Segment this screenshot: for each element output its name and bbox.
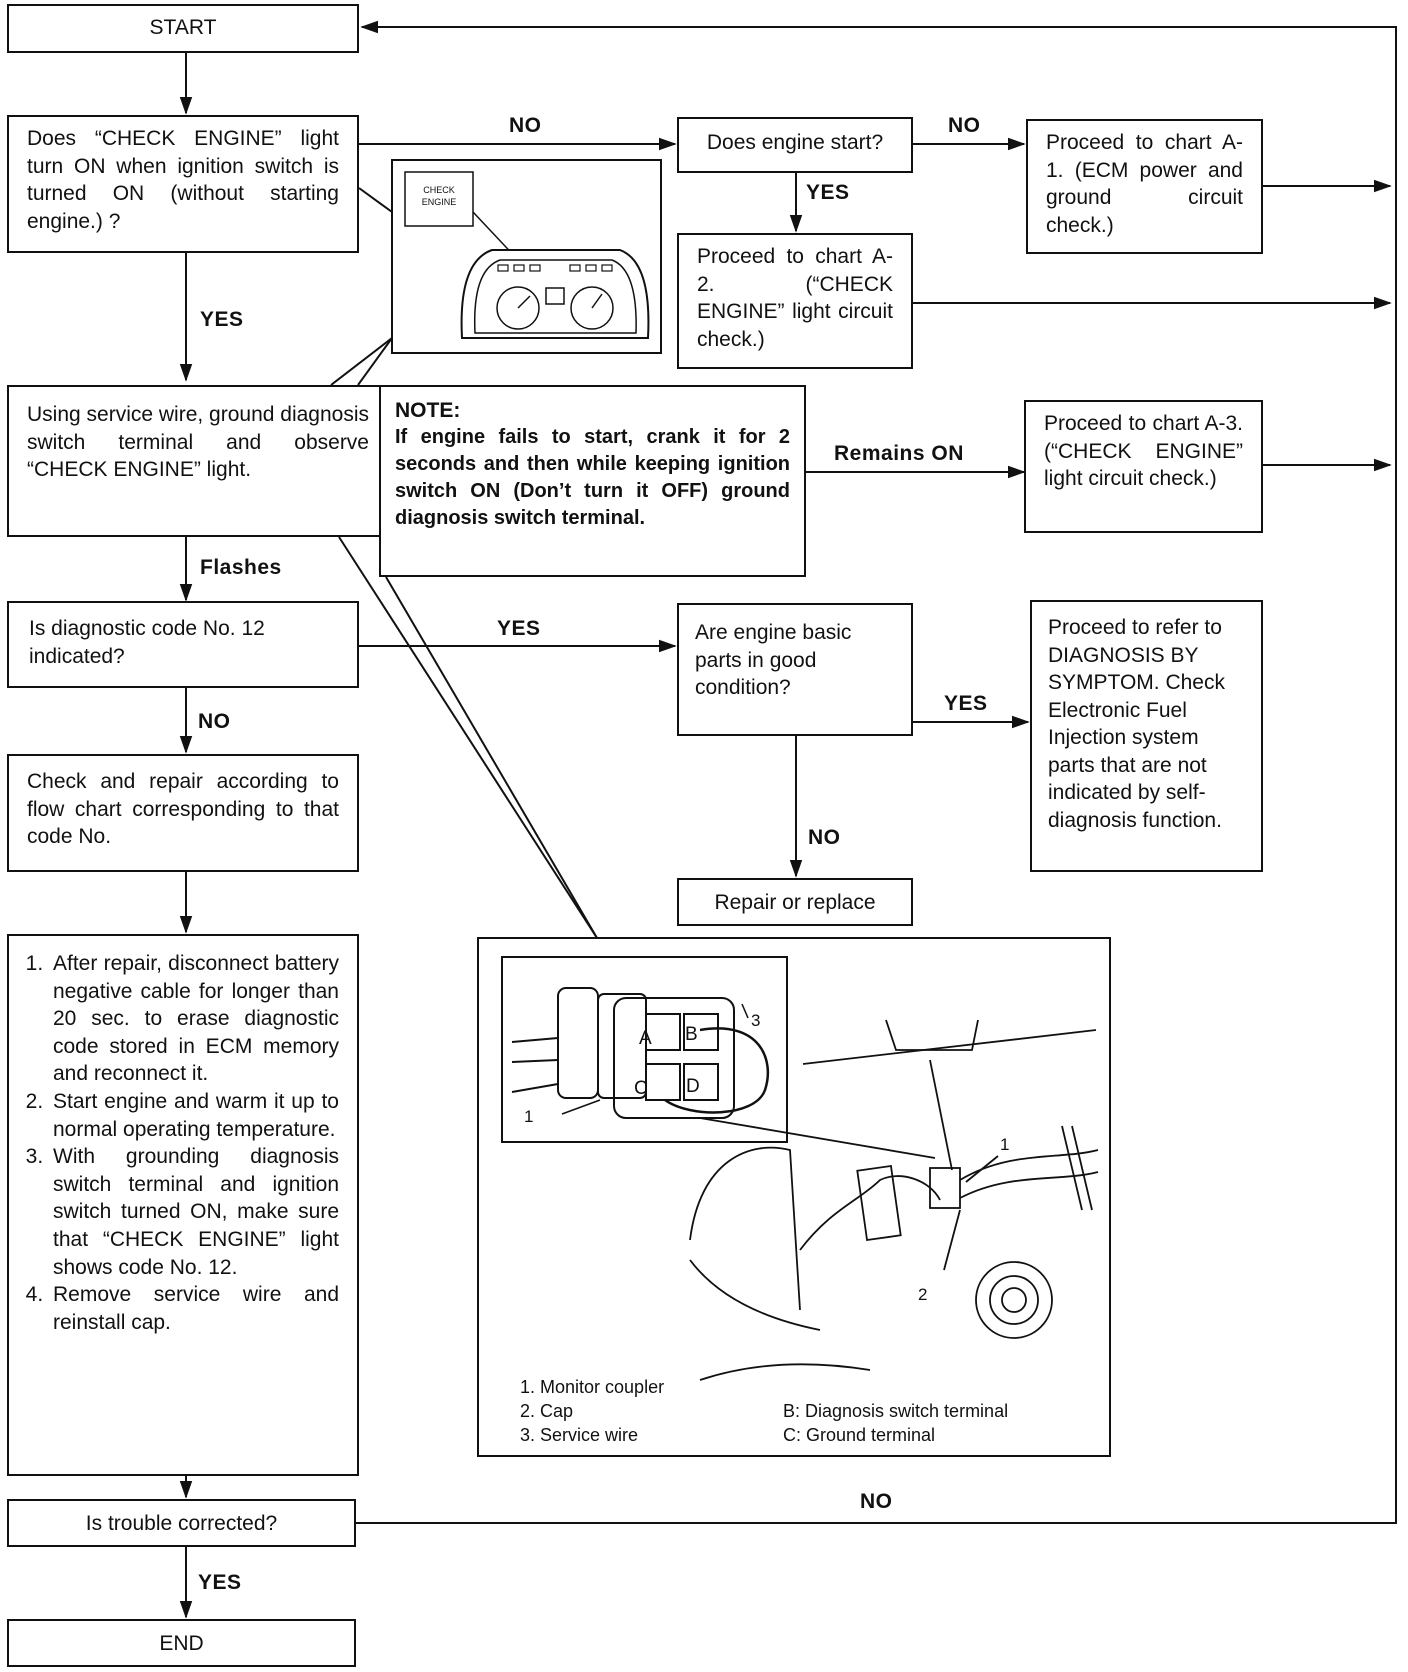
- q-check-engine-text: Does “CHECK ENGINE” light turn ON when i…: [27, 127, 339, 233]
- legend-item: C: Ground terminal: [783, 1425, 936, 1445]
- steps-list: After repair, disconnect battery negativ…: [17, 950, 339, 1336]
- chart-a3-text: Proceed to chart A-3. (“CHECK ENGINE” li…: [1044, 412, 1243, 490]
- leader-top-a: [358, 187, 393, 213]
- q-engine-start-box: Does engine start?: [677, 117, 913, 173]
- q-code12-box: Is diagnostic code No. 12 indicated?: [7, 601, 359, 688]
- label-q1-yes: YES: [200, 308, 244, 331]
- label-corrected-no: NO: [860, 1490, 893, 1513]
- callout-1-bay-label: 1: [1000, 1135, 1009, 1154]
- end-box: END: [7, 1619, 356, 1667]
- q-engine-start-text: Does engine start?: [706, 131, 884, 154]
- leader-bottom-b: [385, 576, 598, 939]
- step-item: With grounding diagnosis switch terminal…: [49, 1143, 339, 1281]
- service-wire-box: Using service wire, ground diagnosis swi…: [7, 385, 407, 537]
- monitor-coupler-illustration: A B C D 3 1: [477, 937, 1111, 1457]
- label-basic-parts-yes: YES: [944, 692, 988, 715]
- q-code12-text: Is diagnostic code No. 12 indicated?: [29, 617, 265, 668]
- diagnosis-symptom-text: Proceed to refer to DIAGNOSIS BY SYMPTOM…: [1048, 616, 1225, 832]
- legend-item: 2. Cap: [520, 1401, 574, 1421]
- q-corrected-text: Is trouble corrected?: [85, 1512, 278, 1535]
- terminal-c-label: C: [634, 1078, 648, 1099]
- lamp-text-2: ENGINE: [422, 197, 457, 207]
- arrow-corrected-no-loop: [356, 20, 1397, 1524]
- chart-a3-box: Proceed to chart A-3. (“CHECK ENGINE” li…: [1024, 400, 1263, 533]
- callout-1-inset-label: 1: [524, 1107, 533, 1126]
- legend-right: B: Diagnosis switch terminal C: Ground t…: [783, 1399, 1008, 1447]
- repair-replace-box: Repair or replace: [677, 878, 913, 926]
- step-item: Start engine and warm it up to normal op…: [49, 1088, 339, 1143]
- label-code12-yes: YES: [497, 617, 541, 640]
- legend-item: 3. Service wire: [520, 1425, 639, 1445]
- check-repair-box: Check and repair according to flow chart…: [7, 754, 359, 872]
- q-basic-parts-text: Are engine basic parts in good condition…: [695, 621, 852, 699]
- diagnosis-symptom-box: Proceed to refer to DIAGNOSIS BY SYMPTOM…: [1030, 600, 1263, 872]
- terminal-d-label: D: [686, 1076, 700, 1097]
- step-item: Remove service wire and reinstall cap.: [49, 1281, 339, 1336]
- label-corrected-yes: YES: [198, 1571, 242, 1594]
- note-body: If engine fails to start, crank it for 2…: [395, 426, 790, 529]
- leader-top-c: [357, 337, 393, 386]
- chart-a1-box: Proceed to chart A-1. (ECM power and gro…: [1026, 119, 1263, 254]
- legend-item: B: Diagnosis switch terminal: [783, 1401, 1009, 1421]
- legend-item: 1. Monitor coupler: [520, 1377, 665, 1397]
- leader-top-b: [330, 337, 393, 386]
- legend-left: 1. Monitor coupler 2. Cap 3. Service wir…: [520, 1375, 664, 1447]
- q-corrected-box: Is trouble corrected?: [7, 1499, 356, 1547]
- label-engine-start-no: NO: [948, 114, 981, 137]
- instrument-cluster-illustration: CHECK ENGINE: [391, 159, 662, 354]
- chart-a2-box: Proceed to chart A-2. (“CHECK ENGINE” li…: [677, 233, 913, 369]
- note-title: NOTE:: [395, 399, 461, 422]
- service-wire-text: Using service wire, ground diagnosis swi…: [27, 403, 369, 481]
- end-text: END: [159, 1632, 204, 1655]
- callout-3-label: 3: [751, 1011, 760, 1030]
- label-code12-no: NO: [198, 710, 231, 733]
- step-item: After repair, disconnect battery negativ…: [49, 950, 339, 1088]
- label-q1-no: NO: [509, 114, 542, 137]
- lamp-text-1: CHECK: [423, 185, 455, 195]
- label-flashes: Flashes: [200, 556, 282, 579]
- q-check-engine-box: Does “CHECK ENGINE” light turn ON when i…: [7, 115, 359, 253]
- note-box: NOTE: If engine fails to start, crank it…: [379, 385, 806, 577]
- steps-box: After repair, disconnect battery negativ…: [7, 934, 359, 1476]
- label-remains-on: Remains ON: [834, 442, 964, 465]
- label-engine-start-yes: YES: [806, 181, 850, 204]
- terminal-a-label: A: [639, 1028, 652, 1049]
- start-box: START: [7, 4, 359, 53]
- chart-a1-text: Proceed to chart A-1. (ECM power and gro…: [1046, 131, 1243, 237]
- leader-bottom-a: [338, 536, 598, 939]
- start-text: START: [149, 16, 217, 39]
- q-basic-parts-box: Are engine basic parts in good condition…: [677, 603, 913, 736]
- chart-a2-text: Proceed to chart A-2. (“CHECK ENGINE” li…: [697, 245, 893, 351]
- repair-replace-text: Repair or replace: [714, 891, 876, 914]
- check-repair-text: Check and repair according to flow chart…: [27, 770, 339, 848]
- terminal-b-label: B: [685, 1024, 698, 1045]
- label-basic-parts-no: NO: [808, 826, 841, 849]
- callout-2-label: 2: [918, 1285, 927, 1304]
